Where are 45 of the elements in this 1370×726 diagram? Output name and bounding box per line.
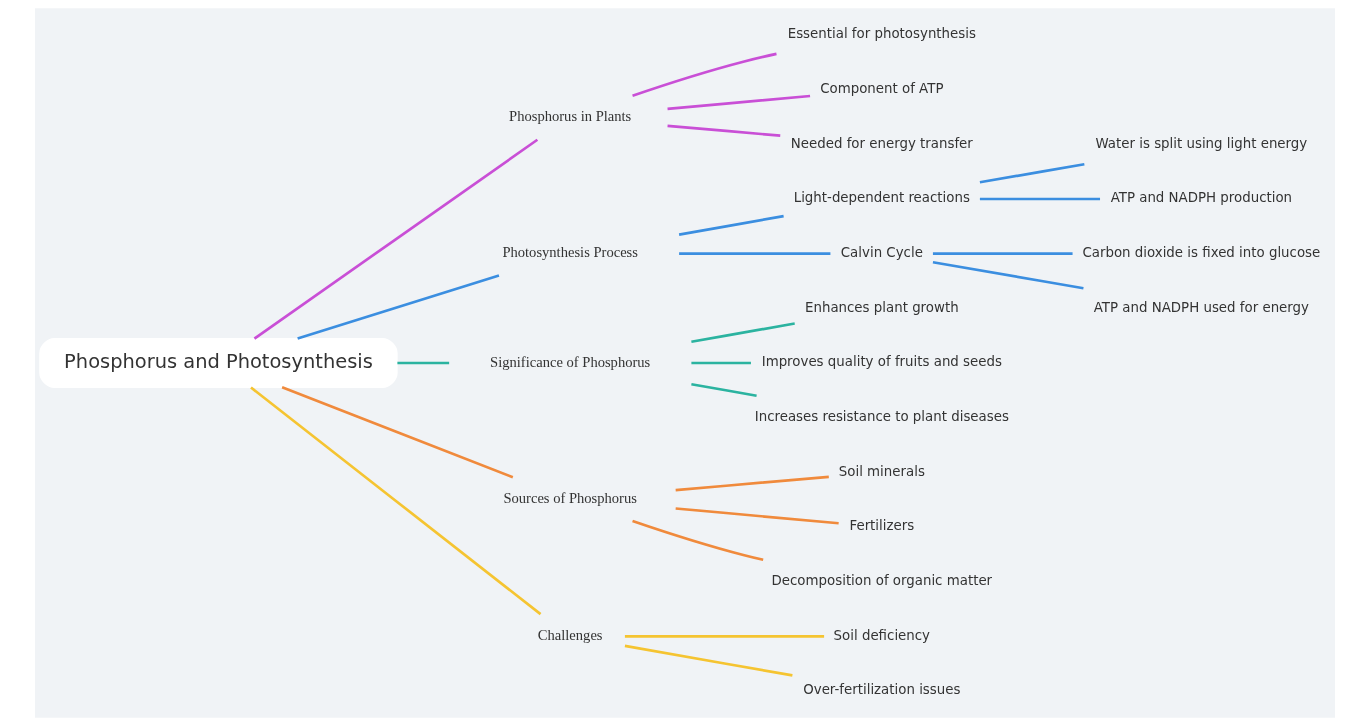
node-text: Significance of Phosphorus [490,353,651,370]
node-text: Phosphorus in Plants [509,108,632,125]
connector [979,197,1101,201]
connector [691,322,795,344]
connector [253,138,539,340]
node-text: ATP and NADPH production [1110,190,1293,206]
node-box: Phosphorus and Photosynthesis [39,338,398,388]
node-text: Water is split using light energy [1095,135,1308,151]
connector [675,507,839,525]
node-text: Fertilizers [849,518,915,534]
connector [281,386,514,479]
node-text: Increases resistance to plant diseases [754,409,1009,425]
connector [624,635,825,638]
connector [624,644,793,677]
node-text: Enhances plant growth [805,299,959,315]
node-text: Calvin Cycle [840,245,923,261]
node-text: Photosynthesis Process [502,244,638,261]
node-text: Decomposition of organic matter [771,573,993,589]
node-text: Essential for photosynthesis [787,26,976,42]
connector [932,260,1084,290]
connector [691,382,757,398]
node-text: Carbon dioxide is fixed into glucose [1082,245,1321,261]
connector [675,475,829,492]
node-text: Light-dependent reactions [793,190,970,206]
connector [632,52,777,97]
node-text: Soil minerals [838,463,925,479]
node-text: Sources of Phosphorus [503,489,637,506]
node-text: Challenges [537,627,603,644]
connector [297,274,500,340]
node-text: Soil deficiency [833,627,931,643]
node-text: Improves quality of fruits and seeds [761,354,1002,370]
connector [667,124,781,137]
connector [250,386,542,616]
connector [932,252,1073,255]
connector [679,252,831,255]
connector [632,519,764,562]
node-text: ATP and NADPH used for energy [1093,299,1309,315]
node-text: Needed for energy transfer [790,135,973,151]
connector [397,361,450,365]
node-text: Component of ATP [820,81,944,97]
connector [678,214,784,236]
connector [691,361,751,365]
node-text: Over-fertilization issues [803,682,961,698]
connector [979,162,1085,184]
connector [667,94,811,111]
